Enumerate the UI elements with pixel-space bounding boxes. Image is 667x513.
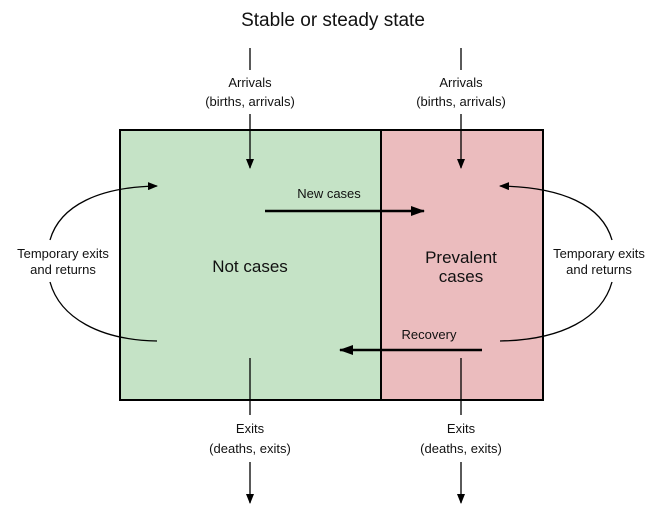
temporary-return-arrow-right xyxy=(499,182,613,241)
exits-right: Exits (deaths, exits) xyxy=(420,358,502,504)
arrivals-left: Arrivals (births, arrivals) xyxy=(205,48,295,169)
diagram-title: Stable or steady state xyxy=(241,10,425,31)
prevalent-cases-box xyxy=(380,129,544,401)
arrivals-detail-right: (births, arrivals) xyxy=(416,94,506,109)
arrivals-label-right: Arrivals xyxy=(439,75,483,90)
not-cases-box xyxy=(119,129,382,401)
arrivals-label-left: Arrivals xyxy=(228,75,272,90)
new-cases-label: New cases xyxy=(297,186,361,201)
temporary-exit-curve-right xyxy=(499,281,613,342)
temporary-label-left-2: and returns xyxy=(30,262,96,277)
temporary-exit-curve-left xyxy=(49,281,158,342)
prevalent-label-1: Prevalent xyxy=(425,248,497,267)
temporary-label-left-1: Temporary exits xyxy=(17,246,109,261)
exits-label-right: Exits xyxy=(447,421,476,436)
temporary-return-arrow-left xyxy=(49,182,158,241)
arrivals-detail-left: (births, arrivals) xyxy=(205,94,295,109)
prevalent-label-2: cases xyxy=(439,267,483,286)
exits-label-left: Exits xyxy=(236,421,265,436)
not-cases-label: Not cases xyxy=(212,257,288,276)
exits-detail-left: (deaths, exits) xyxy=(209,441,291,456)
temporary-label-right-2: and returns xyxy=(566,262,632,277)
arrivals-right: Arrivals (births, arrivals) xyxy=(416,48,506,169)
recovery-label: Recovery xyxy=(402,327,457,342)
exits-detail-right: (deaths, exits) xyxy=(420,441,502,456)
temporary-label-right-1: Temporary exits xyxy=(553,246,645,261)
exits-left: Exits (deaths, exits) xyxy=(209,358,291,504)
